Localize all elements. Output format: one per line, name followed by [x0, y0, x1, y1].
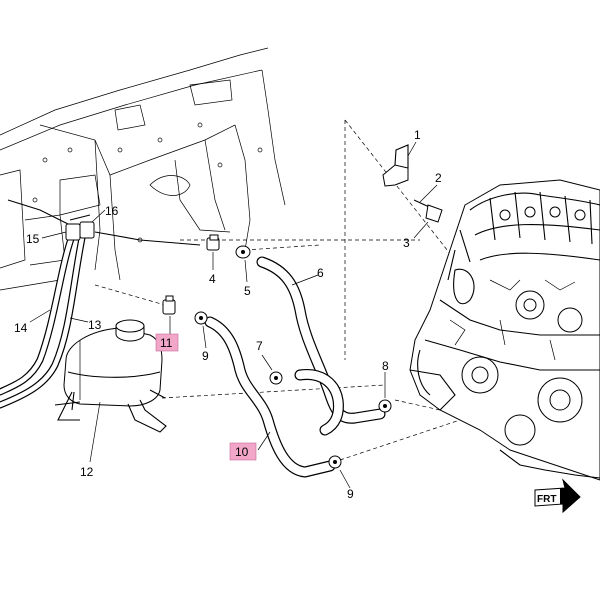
callout-14: 14 — [14, 321, 28, 335]
callout-13: 13 — [88, 318, 102, 332]
heater-hoses-13-14 — [0, 199, 201, 409]
coolant-surge-tank — [54, 319, 167, 433]
front-label: FRT — [537, 494, 556, 505]
callout-1: 1 — [414, 128, 421, 142]
callout-8: 8 — [382, 359, 389, 373]
callout-6: 6 — [317, 266, 324, 280]
callout-9-lower: 9 — [347, 487, 354, 501]
callout-5: 5 — [244, 284, 251, 298]
callout-16: 16 — [105, 204, 119, 218]
callout-9-upper: 9 — [202, 349, 209, 363]
callout-7: 7 — [256, 339, 263, 353]
callout-4: 4 — [209, 272, 216, 286]
callout-10-highlight — [229, 442, 257, 461]
heater-inlet-hose-10 — [204, 316, 336, 478]
engine-assembly — [409, 179, 600, 481]
callout-10: 10 — [235, 445, 249, 459]
fittings-clamps — [162, 234, 392, 469]
radiator-outlet-hose-6 — [256, 256, 386, 436]
callout-3: 3 — [403, 236, 410, 250]
bracket-parts — [382, 144, 443, 223]
leader-lines — [29, 141, 438, 489]
quick-connectors — [65, 214, 95, 241]
callout-12: 12 — [80, 465, 94, 479]
callout-11: 11 — [160, 336, 173, 350]
reference-lines — [94, 119, 461, 461]
callout-11-highlight — [155, 333, 179, 352]
callout-labels: 1 2 3 4 5 6 7 8 9 9 10 11 12 13 14 15 16 — [14, 128, 442, 501]
callout-2: 2 — [435, 171, 442, 185]
callout-15: 15 — [26, 232, 40, 246]
body-structure — [0, 47, 286, 291]
front-direction-arrow: FRT — [534, 478, 581, 514]
